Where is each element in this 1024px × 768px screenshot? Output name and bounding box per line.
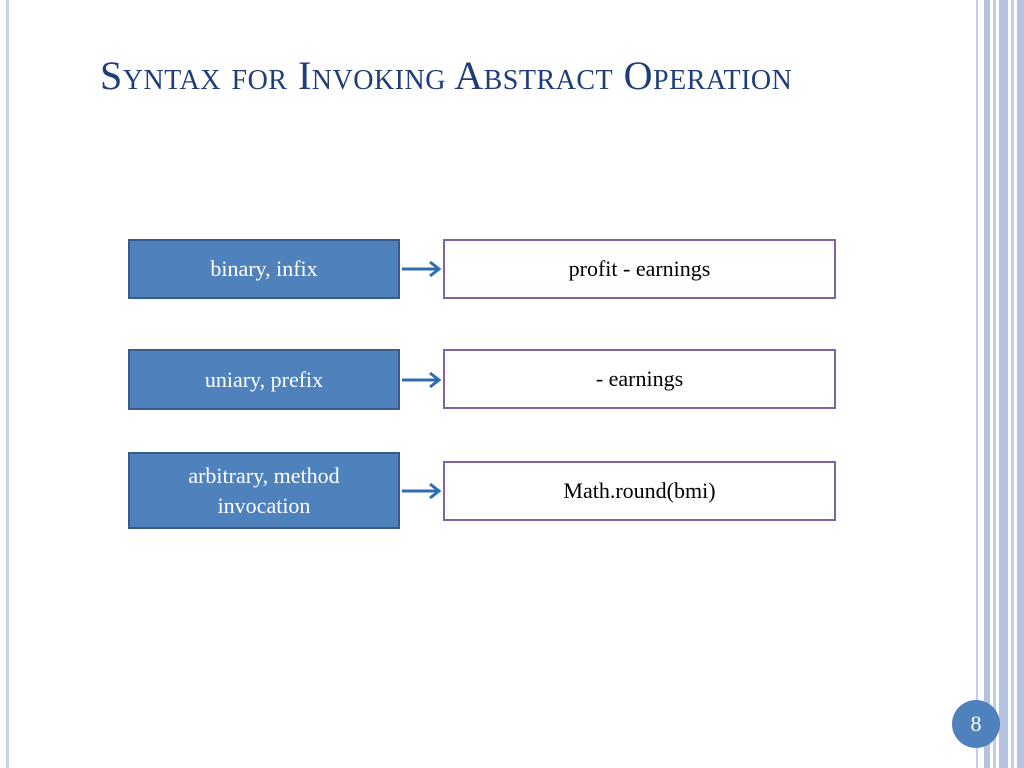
operation-example-box: profit - earnings xyxy=(443,239,836,299)
operation-type-label: binary, infix xyxy=(210,256,318,281)
operation-example-text: Math.round(bmi) xyxy=(563,478,716,503)
right-stripe xyxy=(993,0,996,768)
operation-type-box: binary, infix xyxy=(128,239,400,299)
arrow-right-icon xyxy=(402,260,442,278)
operation-type-label: uniary, prefix xyxy=(204,366,324,392)
operation-example-box: - earnings xyxy=(443,349,836,409)
right-stripe xyxy=(1017,0,1024,768)
operation-example-text: - earnings xyxy=(595,366,684,391)
operation-type-label: arbitrary, method invocation xyxy=(188,462,340,518)
right-stripe xyxy=(976,0,978,768)
left-border-line xyxy=(6,0,9,768)
right-stripe xyxy=(1011,0,1014,768)
right-stripe xyxy=(999,0,1008,768)
operation-example-text: profit - earnings xyxy=(568,256,711,281)
slide-title: Syntax for Invoking Abstract Operation xyxy=(100,53,793,98)
arrow-right-icon xyxy=(402,482,442,500)
page-number-badge: 8 xyxy=(952,700,1000,748)
page-number: 8 xyxy=(970,711,982,736)
arrow-right-icon xyxy=(402,371,442,389)
operation-type-box: uniary, prefix xyxy=(128,349,400,410)
operation-example-box: Math.round(bmi) xyxy=(443,461,836,521)
right-stripe xyxy=(984,0,990,768)
operation-type-box: arbitrary, method invocation xyxy=(128,452,400,529)
